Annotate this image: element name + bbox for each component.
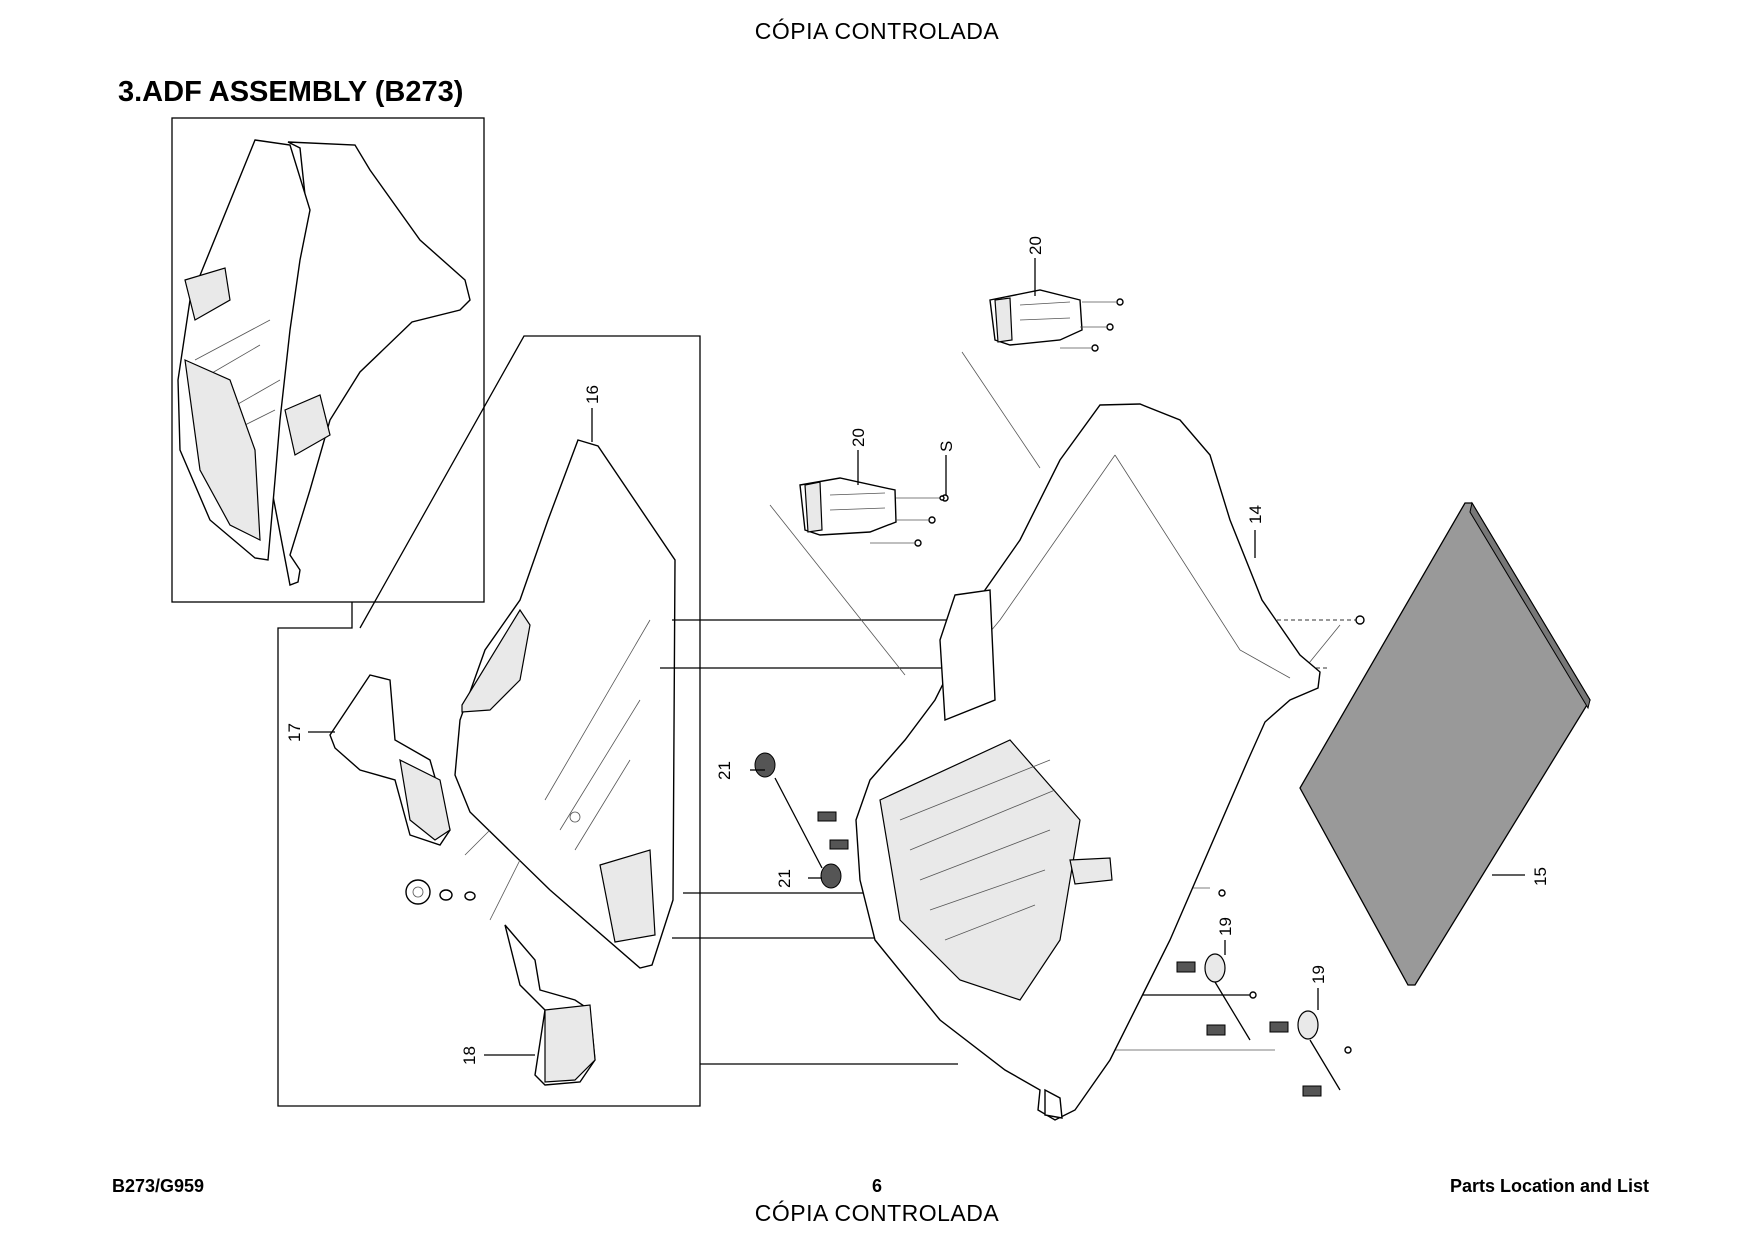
- callout-20-lower: 20: [849, 428, 868, 447]
- bracket-outline: [277, 335, 701, 1107]
- callout-14: 14: [1246, 505, 1265, 524]
- watermark-top: CÓPIA CONTROLADA: [754, 18, 1000, 44]
- callout-16: 16: [583, 385, 602, 404]
- part-20-hinge-upper: [989, 289, 1124, 352]
- part-20-hinge-lower: [799, 477, 949, 547]
- part-21-rollers: [754, 752, 849, 889]
- overview-inset: [171, 117, 485, 603]
- footer-model: B273/G959: [112, 1176, 205, 1196]
- callout-20-upper: 20: [1026, 236, 1045, 255]
- callout-19-left: 19: [1216, 917, 1235, 936]
- footer-section: Parts Location and List: [1449, 1176, 1649, 1196]
- callout-18: 18: [460, 1046, 479, 1065]
- part-16-original-tray: [454, 439, 676, 969]
- part-18-side-guide: [504, 924, 596, 1086]
- watermark-bottom: CÓPIA CONTROLADA: [754, 1200, 1000, 1226]
- part-19-rollers: [1176, 953, 1352, 1097]
- screws: [939, 495, 1365, 897]
- gear-and-washers: [405, 879, 476, 905]
- callout-15: 15: [1531, 867, 1550, 886]
- footer-page-number: 6: [871, 1176, 882, 1196]
- callout-19-right: 19: [1309, 965, 1328, 984]
- callout-S: S: [937, 441, 956, 452]
- callout-21-lower: 21: [775, 869, 794, 888]
- callout-21-upper: 21: [715, 761, 734, 780]
- part-17-side-guide: [329, 674, 451, 846]
- callout-17: 17: [285, 723, 304, 742]
- page-title: 3.ADF ASSEMBLY (B273): [118, 76, 464, 108]
- callout-labels: 16 17 18 14 15 20 20 S 21 21 19 19: [285, 236, 1550, 1065]
- part-14-adf-cover: [855, 403, 1321, 1121]
- callout-leaders: [308, 258, 1525, 1056]
- part-15-platen-sheet: [1299, 501, 1591, 986]
